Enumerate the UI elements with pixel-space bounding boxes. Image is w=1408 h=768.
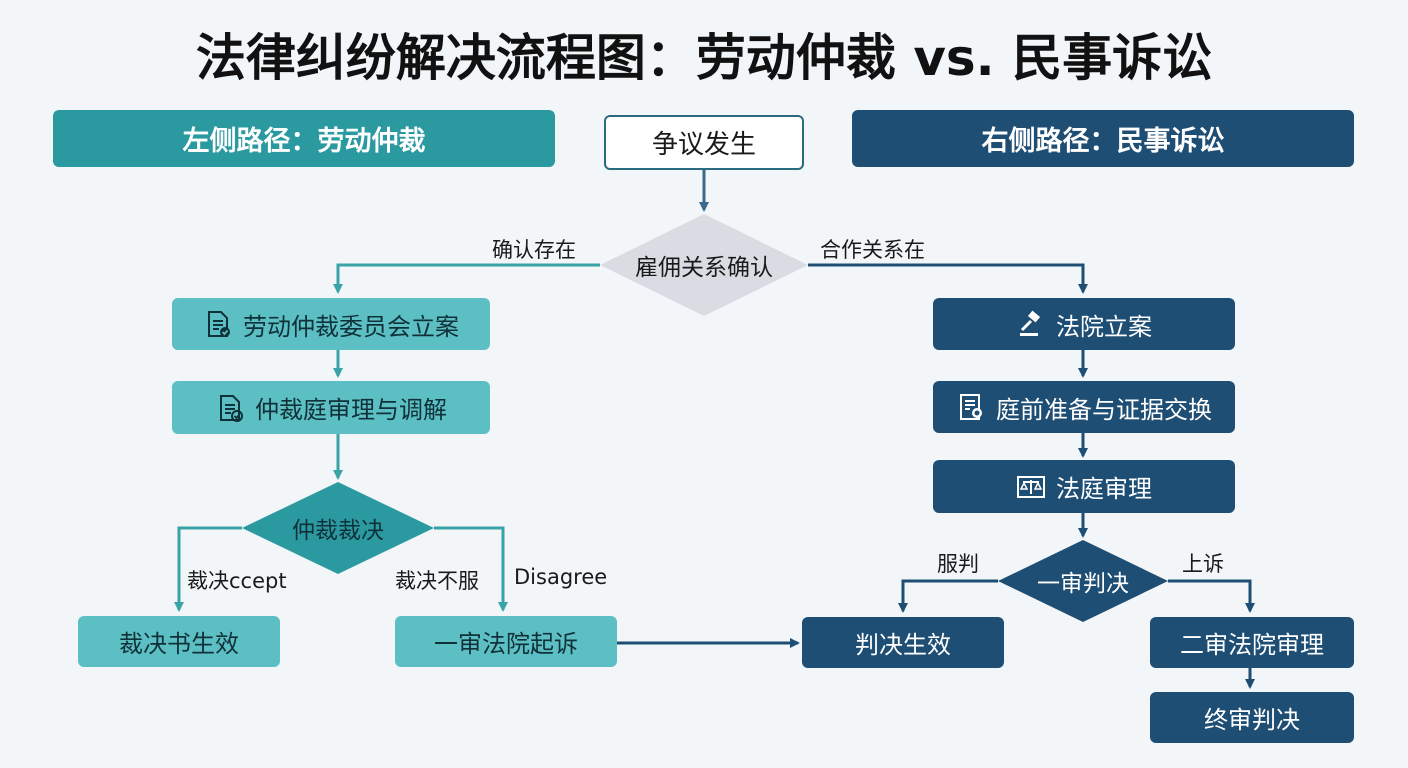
left-disagree-label: Disagree (514, 565, 608, 589)
right-step2-label: 庭前准备与证据交换 (996, 395, 1212, 424)
right-second-trial-label: 二审法院审理 (1180, 631, 1324, 659)
right-effective-label: 判决生效 (855, 631, 951, 659)
right-step1-box: 法院立案 (933, 298, 1235, 350)
right-step3-box: 法庭审理 (933, 460, 1235, 513)
left-result-accept-box: 裁决书生效 (78, 616, 280, 667)
right-second-trial-box: 二审法院审理 (1150, 617, 1354, 668)
right-final-label: 终审判决 (1204, 706, 1300, 734)
left-result-reject-box: 一审法院起诉 (395, 616, 617, 667)
certificate-icon (956, 392, 986, 422)
right-decision-label: 一审判决 (1037, 571, 1129, 597)
left-reject-label: 裁决不服 (395, 569, 479, 593)
right-step3-label: 法庭审理 (1056, 475, 1152, 503)
arrow-left-decision-reject (434, 526, 508, 612)
arrow-left-decision-accept (174, 526, 242, 612)
left-result-reject-label: 一审法院起诉 (434, 630, 578, 658)
arrow-decision-to-right (808, 263, 1088, 294)
page-title: 法律纠纷解决流程图：劳动仲裁 vs. 民事诉讼 (195, 29, 1213, 87)
gavel-icon (1016, 309, 1046, 339)
decision-diamond-main (600, 214, 808, 316)
decision-diamond-right (998, 540, 1168, 622)
left-accept-label: 裁决ccept (187, 569, 287, 593)
left-decision-label: 仲裁裁决 (292, 518, 384, 544)
decision-diamond-left (242, 482, 434, 574)
left-step2-box: 仲裁庭审理与调解 (172, 381, 490, 434)
left-step2-label: 仲裁庭审理与调解 (255, 396, 447, 424)
right-effective-box: 判决生效 (802, 617, 1004, 668)
right-final-box: 终审判决 (1150, 692, 1354, 743)
branch-right-label: 合作关系在 (820, 238, 925, 262)
right-step2-box: 庭前准备与证据交换 (933, 381, 1235, 433)
arrow-decision-to-left (333, 263, 600, 294)
start-node-label: 争议发生 (651, 130, 756, 160)
header-left-path: 左侧路径：劳动仲裁 (53, 110, 555, 167)
left-step1-box: 劳动仲裁委员会立案 (172, 298, 490, 350)
right-accept-label: 服判 (937, 552, 979, 576)
right-step1-label: 法院立案 (1056, 312, 1152, 341)
arrow-right-decision-appeal (1168, 579, 1255, 613)
left-step1-label: 劳动仲裁委员会立案 (243, 312, 459, 341)
right-appeal-label: 上诉 (1182, 552, 1224, 576)
document-check-icon (203, 309, 233, 339)
branch-left-label: 确认存在 (492, 238, 576, 262)
scales-icon (1016, 472, 1046, 502)
arrow-right-decision-accept (898, 579, 998, 613)
start-node: 争议发生 (604, 115, 804, 170)
left-result-accept-label: 裁决书生效 (119, 630, 239, 658)
document-check-icon (215, 393, 245, 423)
header-right-path: 右侧路径：民事诉讼 (852, 110, 1354, 167)
decision-main-label: 雇佣关系确认 (635, 255, 773, 281)
